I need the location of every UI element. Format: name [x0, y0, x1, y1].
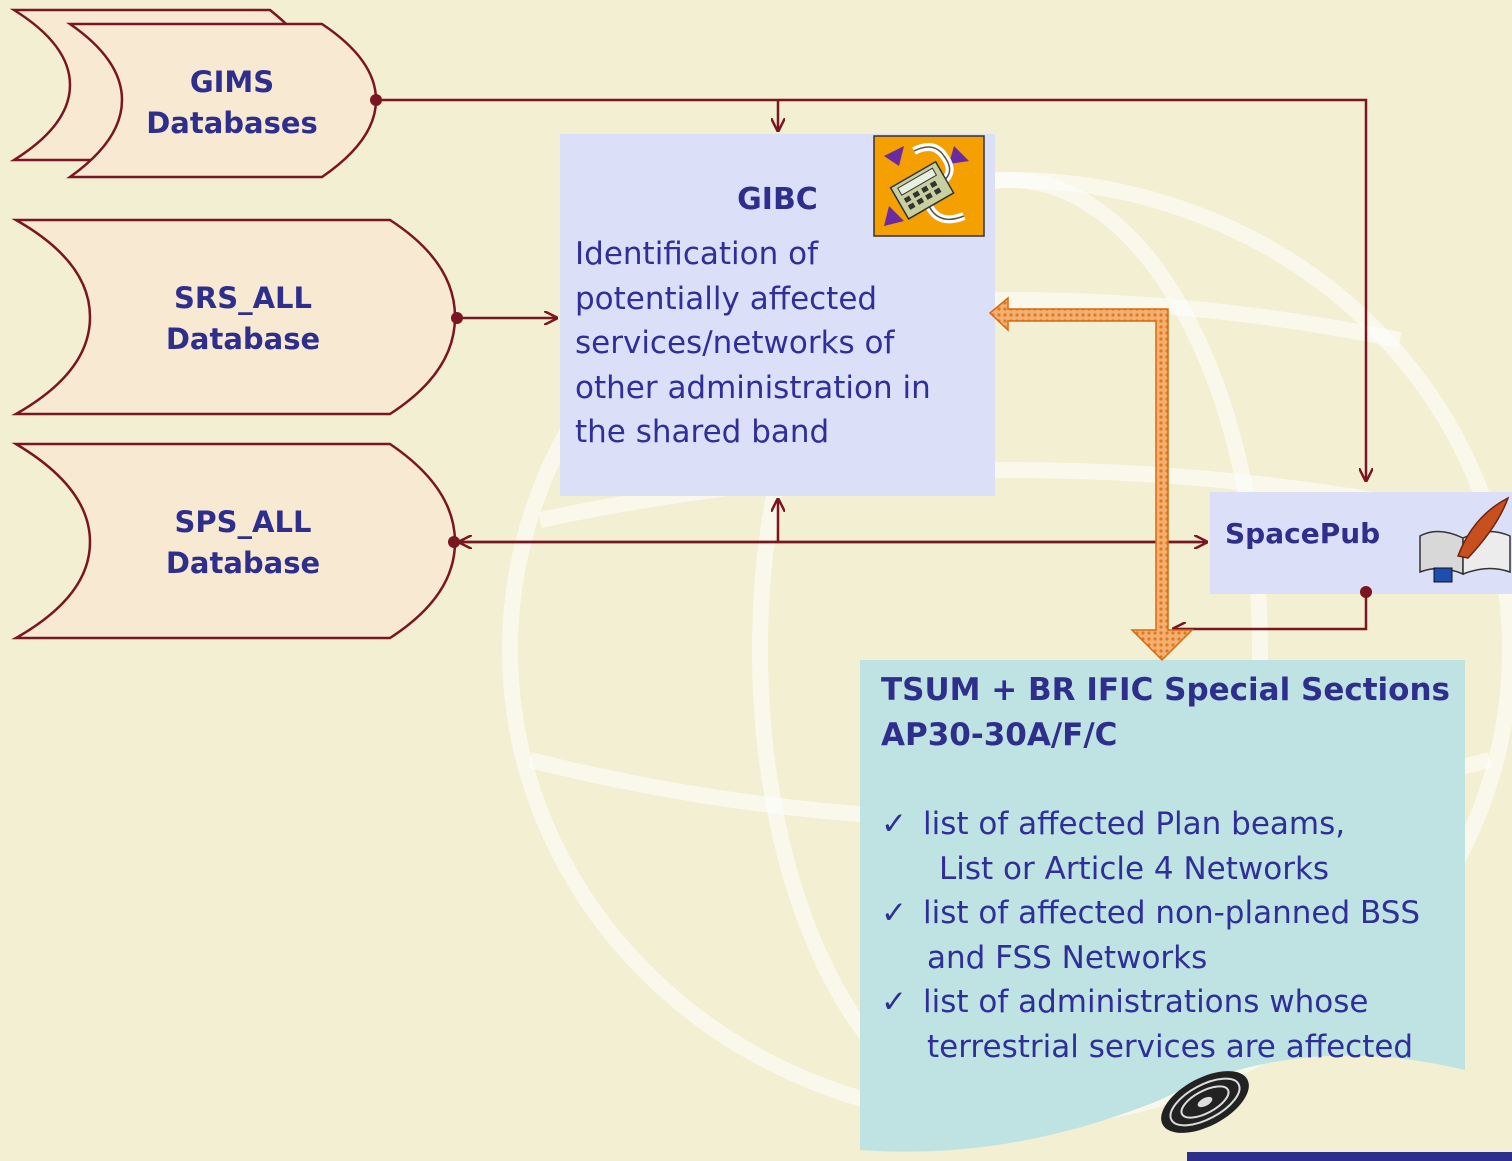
list-item: ✓ list of affected Plan beams, List or A…	[881, 802, 1501, 891]
gims-to-spacepub-arrow	[376, 98, 1366, 480]
list-item-line2: List or Article 4 Networks	[939, 850, 1330, 887]
list-item: ✓ list of administrations whose terrestr…	[881, 980, 1501, 1069]
check-icon: ✓	[881, 984, 907, 1020]
list-item-line2: and FSS Networks	[927, 939, 1208, 976]
list-item-line1: list of affected non-planned BSS	[923, 895, 1421, 931]
spacepub-label: SpacePub	[1225, 517, 1381, 550]
gims-line1: GIMS	[189, 65, 275, 99]
list-item-line2: terrestrial services are affected	[927, 1028, 1414, 1065]
list-item: ✓ list of affected non-planned BSS and F…	[881, 891, 1501, 980]
srs-database-cylinder	[11, 218, 457, 416]
tsum-title-line2: AP30-30A/F/C	[881, 716, 1118, 753]
list-item-line1: list of affected Plan beams,	[923, 806, 1346, 842]
spacepub-to-tsum-arrow	[1174, 592, 1368, 629]
sps-database-label: SPS_ALL Database	[150, 502, 336, 584]
gims-database-label: GIMS Databases	[140, 62, 324, 144]
gibc-to-tsum-wide-arrow	[988, 296, 1194, 662]
srs-line2: Database	[165, 322, 321, 356]
list-item-line1: list of administrations whose	[923, 984, 1369, 1020]
srs-line1: SRS_ALL	[173, 281, 312, 315]
tsum-title-line1: TSUM + BR IFIC Special Sections	[881, 672, 1451, 708]
sps-line1: SPS_ALL	[174, 505, 312, 539]
srs-database-label: SRS_ALL Database	[150, 278, 336, 360]
tsum-title: TSUM + BR IFIC Special Sections AP30-30A…	[881, 668, 1481, 757]
gibc-description: Identification of potentially affected s…	[575, 236, 931, 450]
gims-line2: Databases	[146, 106, 318, 140]
sps-line2: Database	[165, 546, 321, 580]
check-icon: ✓	[881, 895, 907, 931]
tsum-list: ✓ list of affected Plan beams, List or A…	[881, 802, 1501, 1069]
gims-database-cylinder	[66, 22, 378, 179]
corner-bar	[1187, 1152, 1512, 1161]
gibc-title: GIBC	[737, 182, 818, 217]
check-icon: ✓	[881, 806, 907, 842]
sps-database-cylinder	[11, 442, 457, 640]
